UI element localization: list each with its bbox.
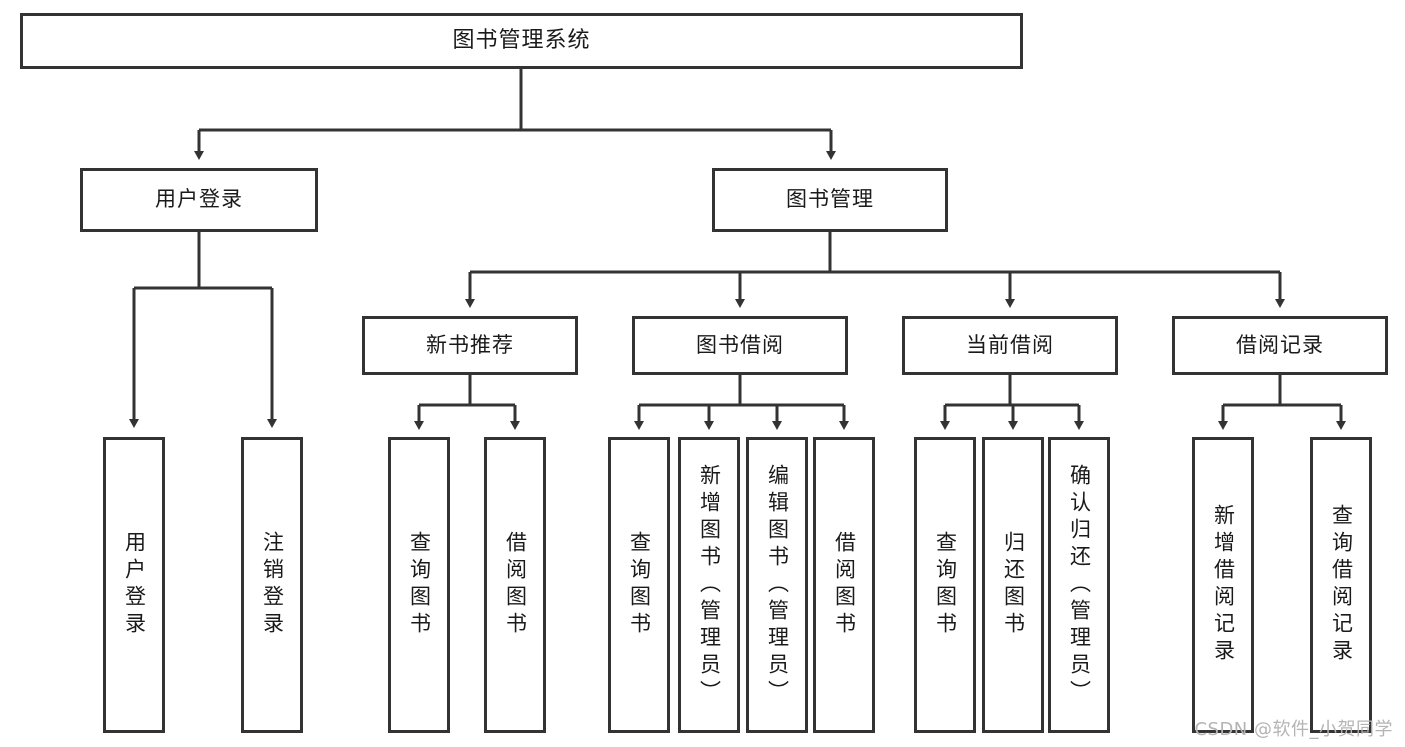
node-book-borrow[interactable]: 图书借阅 — [632, 316, 848, 375]
node-leaf-borrow-do[interactable]: 借阅图书 — [813, 437, 875, 733]
node-borrow-record[interactable]: 借阅记录 — [1172, 316, 1388, 375]
node-leaf-cur-query[interactable]: 查询图书 — [914, 437, 976, 733]
csdn-watermark: CSDN @软件_小贺同学 — [1194, 719, 1393, 740]
node-root-label: 图书管理系统 — [452, 27, 591, 53]
node-user-login-label: 用户登录 — [155, 187, 243, 212]
node-leaf-rec-add-label: 新增借阅记录 — [1211, 504, 1236, 666]
node-leaf-cur-query-label: 查询图书 — [933, 531, 958, 639]
node-leaf-rec-query-label: 查询图书 — [407, 531, 432, 639]
node-leaf-cur-confirm-label: 确认归还（管理员） — [1067, 463, 1092, 707]
node-leaf-rec-query[interactable]: 查询图书 — [388, 437, 450, 733]
node-leaf-borrow-query[interactable]: 查询图书 — [608, 437, 670, 733]
node-book-borrow-label: 图书借阅 — [696, 332, 784, 357]
node-current-borrow-label: 当前借阅 — [966, 332, 1054, 357]
node-leaf-rec-query2-label: 查询借阅记录 — [1329, 504, 1354, 666]
node-leaf-borrow-add[interactable]: 新增图书（管理员） — [678, 437, 740, 733]
node-leaf-user-logout[interactable]: 注销登录 — [241, 437, 303, 733]
node-leaf-cur-confirm[interactable]: 确认归还（管理员） — [1048, 437, 1110, 733]
node-leaf-borrow-query-label: 查询图书 — [627, 531, 652, 639]
node-new-book-rec-label: 新书推荐 — [426, 332, 514, 357]
node-leaf-borrow-edit-label: 编辑图书（管理员） — [765, 463, 790, 707]
node-leaf-cur-return[interactable]: 归还图书 — [982, 437, 1044, 733]
node-leaf-user-logout-label: 注销登录 — [260, 531, 285, 639]
node-borrow-record-label: 借阅记录 — [1236, 332, 1324, 357]
node-leaf-rec-borrow[interactable]: 借阅图书 — [484, 437, 546, 733]
node-root[interactable]: 图书管理系统 — [20, 13, 1023, 69]
node-user-login[interactable]: 用户登录 — [80, 168, 318, 232]
node-leaf-user-login[interactable]: 用户登录 — [103, 437, 165, 733]
node-leaf-rec-add[interactable]: 新增借阅记录 — [1192, 437, 1254, 733]
node-leaf-rec-borrow-label: 借阅图书 — [503, 531, 528, 639]
node-new-book-rec[interactable]: 新书推荐 — [362, 316, 578, 375]
node-leaf-user-login-label: 用户登录 — [122, 531, 147, 639]
node-book-manage[interactable]: 图书管理 — [712, 168, 948, 232]
node-leaf-borrow-edit[interactable]: 编辑图书（管理员） — [746, 437, 808, 733]
node-book-manage-label: 图书管理 — [786, 187, 874, 212]
node-leaf-borrow-add-label: 新增图书（管理员） — [697, 463, 722, 707]
node-leaf-cur-return-label: 归还图书 — [1001, 531, 1026, 639]
node-current-borrow[interactable]: 当前借阅 — [902, 316, 1118, 375]
node-leaf-borrow-do-label: 借阅图书 — [832, 531, 857, 639]
node-leaf-rec-query2[interactable]: 查询借阅记录 — [1310, 437, 1372, 733]
